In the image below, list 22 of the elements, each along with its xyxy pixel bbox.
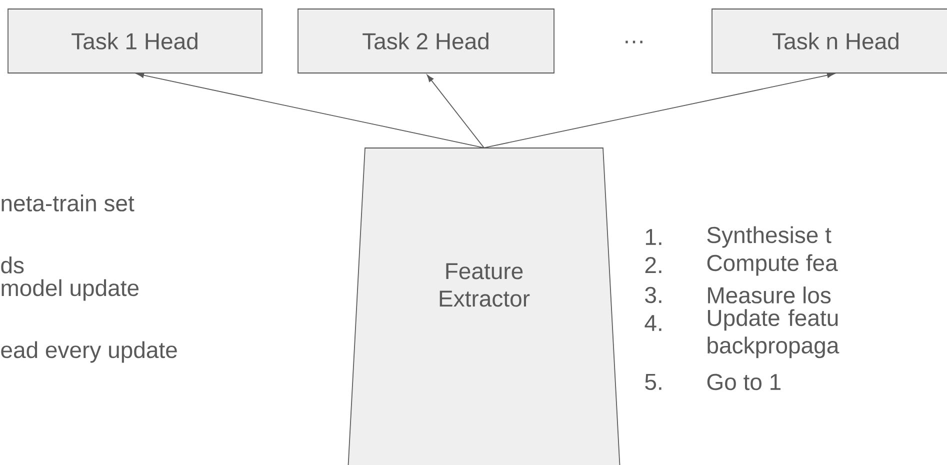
list-number: 5. <box>645 374 662 390</box>
head-box: Task 1 Head <box>8 8 262 74</box>
arrow <box>484 72 834 148</box>
list-number: 3. <box>645 286 662 304</box>
head-box: Task 2 Head <box>298 8 554 74</box>
arrow <box>426 74 484 148</box>
list-text: Update featu backpropaga <box>708 309 840 358</box>
arrow <box>136 72 484 148</box>
trapezoid-box: Feature Extractor <box>348 148 620 465</box>
list-text: ds <box>1 256 24 274</box>
list-text: ead every update <box>1 341 177 363</box>
list-number: 2. <box>645 256 662 274</box>
list-text: Go to 1 <box>707 374 780 390</box>
ellipsis: … <box>626 40 642 44</box>
list-number: 4. <box>644 315 662 331</box>
list-number: 1. <box>646 229 662 245</box>
list-text: Compute fea <box>707 254 838 276</box>
head-box: Task n Head <box>712 8 947 74</box>
list-text: neta-train set <box>2 194 134 212</box>
list-text: model update <box>2 279 139 301</box>
list-text: Measure los <box>708 286 831 304</box>
list-text: Synthesise t <box>707 226 832 248</box>
